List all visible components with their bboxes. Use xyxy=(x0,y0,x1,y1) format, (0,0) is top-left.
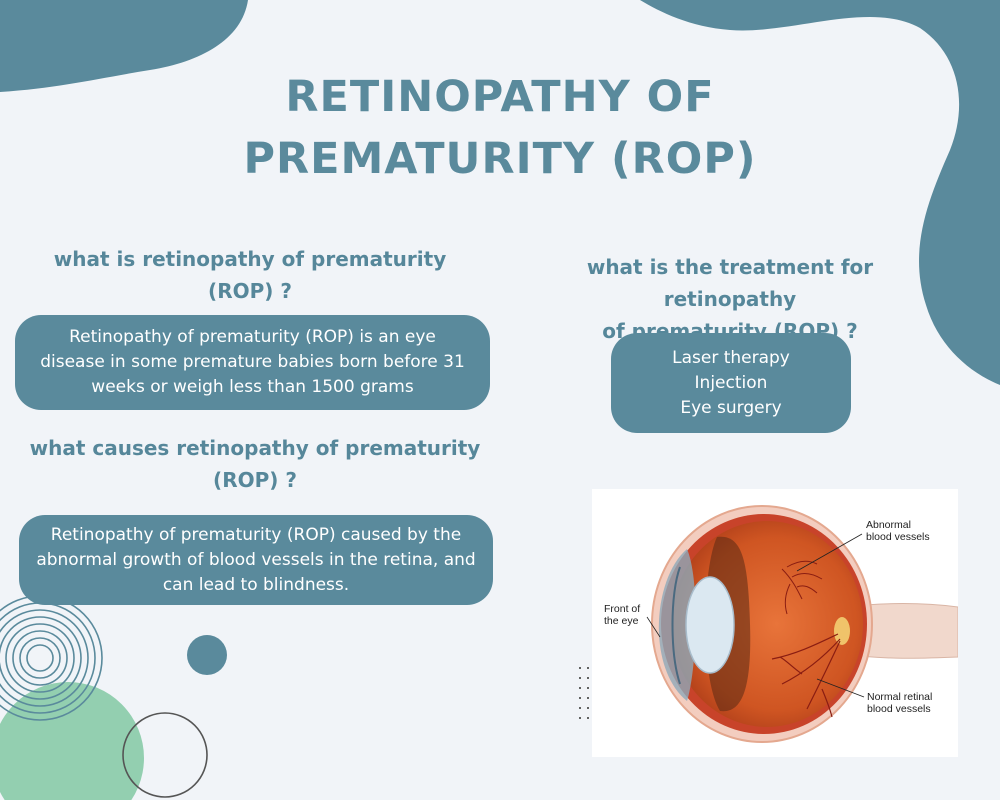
dot-grid xyxy=(579,667,589,719)
small-dot xyxy=(187,635,227,675)
causes-answer-box: Retinopathy of prematurity (ROP) caused … xyxy=(19,515,493,605)
causes-question: what causes retinopathy of prematurity (… xyxy=(29,436,481,492)
treatment-item: Laser therapy xyxy=(672,347,790,368)
treatment-item: Injection xyxy=(694,372,768,393)
eye-diagram-panel: Abnormal blood vessels Front of the eye … xyxy=(592,489,959,757)
outline-circle xyxy=(122,712,208,798)
eye-cross-section-illustration xyxy=(646,505,959,743)
label-normal-vessels: Normal retinal blood vessels xyxy=(867,691,933,715)
label-front-of-eye: Front of the eye xyxy=(604,603,641,627)
top-right-blob xyxy=(640,0,1000,385)
label-abnormal-vessels: Abnormal blood vessels xyxy=(866,519,930,543)
title-line-1: RETINOPATHY OF xyxy=(285,72,715,122)
treatment-answer-box: Laser therapy Injection Eye surgery xyxy=(611,333,851,433)
what-is-question: what is retinopathy of prematurity (ROP)… xyxy=(53,247,447,303)
title-line-2: PREMATURITY (ROP) xyxy=(243,134,757,184)
top-left-blob xyxy=(0,0,248,92)
page-title: RETINOPATHY OF PREMATURITY (ROP) xyxy=(0,66,1000,190)
green-circle xyxy=(0,682,144,800)
treatment-item: Eye surgery xyxy=(680,397,782,418)
what-is-answer-box: Retinopathy of prematurity (ROP) is an e… xyxy=(15,315,490,410)
